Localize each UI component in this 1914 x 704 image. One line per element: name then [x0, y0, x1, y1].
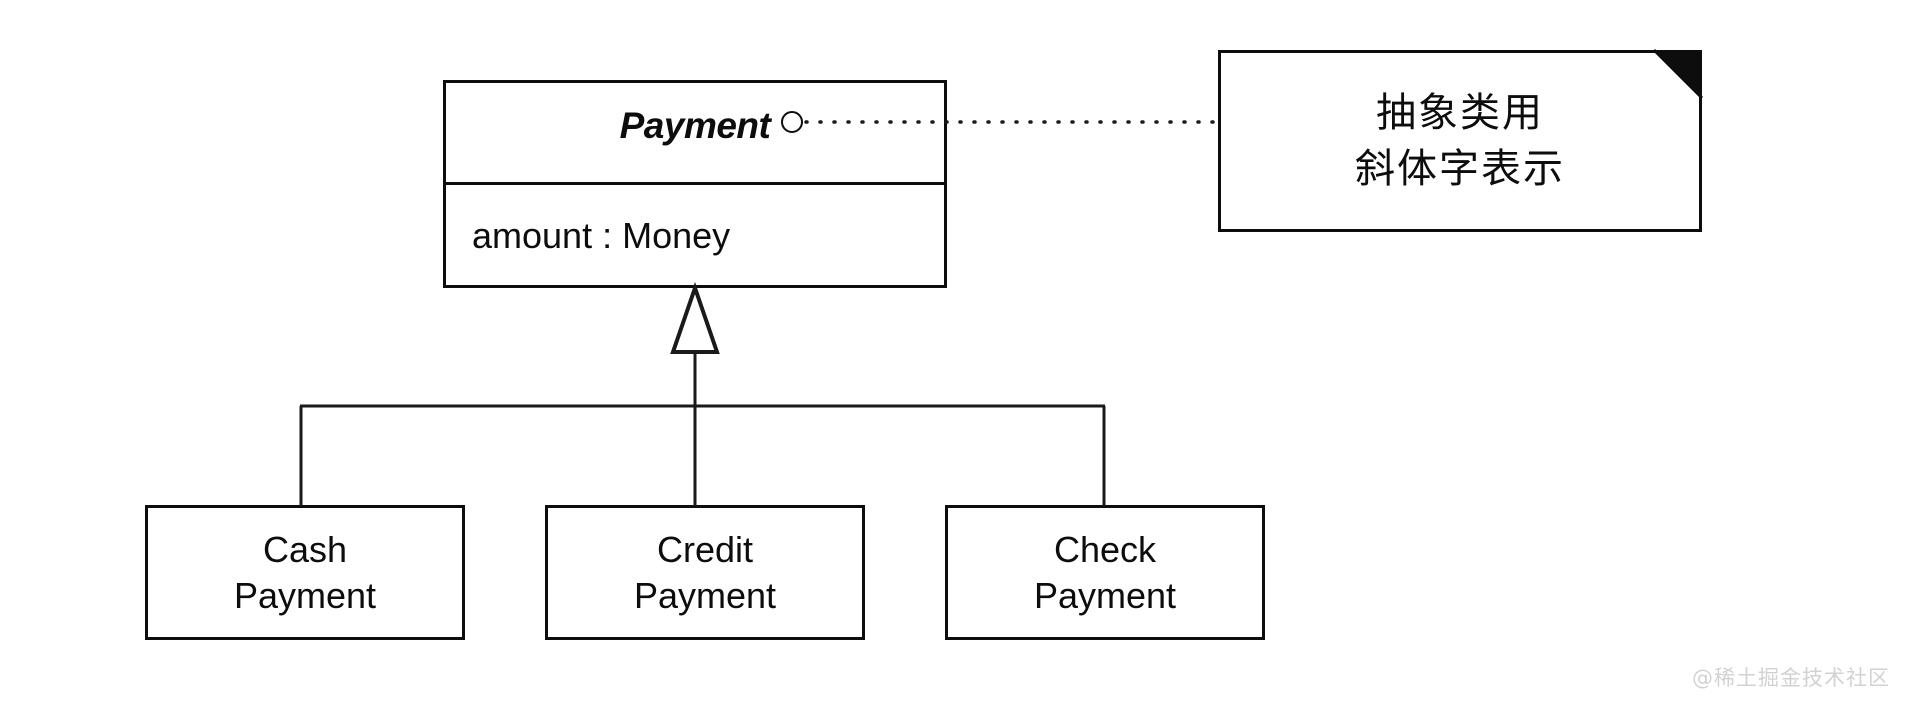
watermark: @稀土掘金技术社区: [1692, 666, 1890, 690]
class-name-line-1: Check: [1053, 528, 1157, 570]
attribute-amount: amount : Money: [472, 215, 731, 256]
class-name-compartment: Payment: [446, 83, 944, 185]
generalization-triangle-icon: [670, 281, 720, 354]
class-name-payment: Payment: [619, 105, 771, 146]
note-line-2: 斜体字表示: [1355, 146, 1565, 192]
class-box-credit-payment[interactable]: Credit Payment: [545, 505, 865, 640]
class-name-credit-payment: Credit Payment: [548, 527, 862, 619]
note-box-abstract[interactable]: [1218, 50, 1702, 232]
circle-anchor-icon: [781, 111, 803, 133]
class-name-line-2: Payment: [1033, 574, 1177, 616]
class-name-line-2: Payment: [633, 574, 777, 616]
class-name-line-2: Payment: [233, 574, 377, 616]
note-line-1: 抽象类用: [1376, 90, 1544, 136]
class-name-line-1: Cash: [262, 528, 348, 570]
class-box-payment[interactable]: Payment amount : Money: [443, 80, 947, 288]
note-text-block: 抽象类用 斜体字表示: [1218, 50, 1702, 232]
class-name-cash-payment: Cash Payment: [148, 527, 462, 619]
class-box-check-payment[interactable]: Check Payment: [945, 505, 1265, 640]
class-name-check-payment: Check Payment: [948, 527, 1262, 619]
class-box-cash-payment[interactable]: Cash Payment: [145, 505, 465, 640]
class-name-line-1: Credit: [656, 528, 754, 570]
class-attributes-compartment: amount : Money: [446, 185, 944, 285]
